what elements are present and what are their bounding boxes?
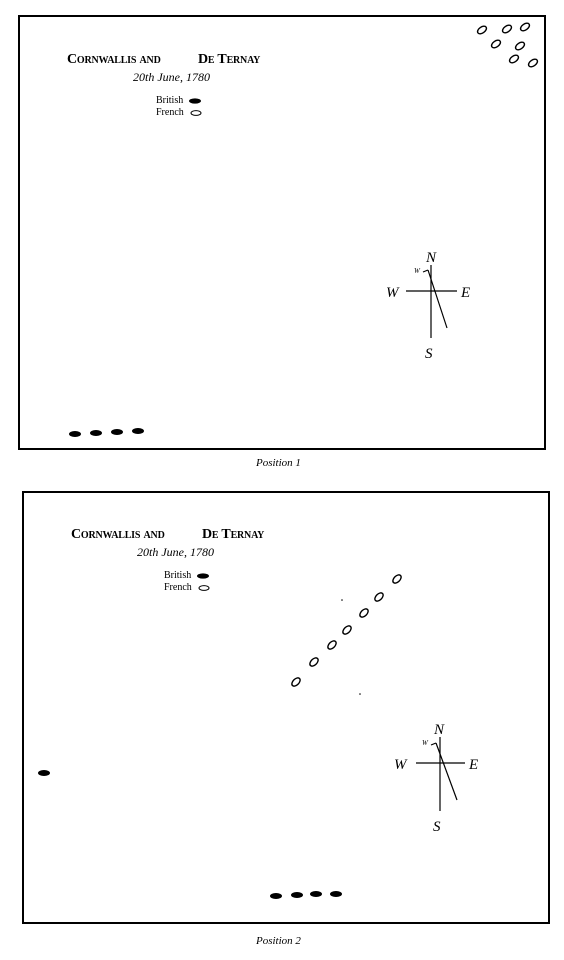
compass-w: W bbox=[394, 757, 408, 773]
french-ship bbox=[342, 625, 352, 635]
british-squadron bbox=[38, 770, 342, 899]
position-2-panel: Cornwallis and De Ternay 20th June, 1780… bbox=[22, 491, 550, 924]
french-ship bbox=[359, 608, 369, 618]
british-ship bbox=[270, 893, 282, 899]
french-ship-icon bbox=[190, 110, 202, 116]
french-ship bbox=[374, 592, 384, 602]
title-left: Cornwallis and bbox=[71, 527, 165, 542]
legend: British French bbox=[164, 570, 211, 594]
wind-label: W bbox=[414, 267, 421, 275]
position-1-map: N S E W W bbox=[69, 22, 539, 437]
british-ship bbox=[69, 431, 81, 437]
french-ship bbox=[508, 54, 520, 64]
legend-british-row: British bbox=[164, 570, 211, 582]
french-ship-icon bbox=[198, 585, 210, 591]
french-ship bbox=[392, 574, 402, 584]
french-ship bbox=[309, 657, 319, 667]
british-ship bbox=[132, 428, 144, 434]
compass-rose: N S E W W bbox=[386, 250, 470, 362]
british-ship-icon bbox=[197, 573, 210, 579]
french-ship bbox=[490, 39, 502, 49]
french-squadron bbox=[476, 22, 539, 68]
compass-n: N bbox=[433, 722, 445, 738]
legend-french-row: French bbox=[164, 582, 211, 594]
title-right: De Ternay bbox=[202, 527, 265, 542]
legend-british-row: British bbox=[156, 95, 203, 107]
legend: British French bbox=[156, 95, 203, 119]
british-ship bbox=[38, 770, 50, 776]
french-ship bbox=[291, 677, 301, 687]
compass-n: N bbox=[425, 250, 437, 266]
compass-w: W bbox=[386, 285, 400, 301]
french-ship bbox=[514, 41, 526, 51]
french-ship bbox=[527, 58, 539, 68]
title-left: Cornwallis and bbox=[67, 52, 161, 67]
french-squadron bbox=[291, 574, 402, 695]
position-2-map: N S E W W bbox=[38, 574, 478, 899]
british-ship bbox=[291, 892, 303, 898]
british-ship bbox=[111, 429, 123, 435]
french-ship bbox=[327, 640, 337, 650]
legend-british-label: British bbox=[156, 95, 184, 106]
title-right: De Ternay bbox=[198, 52, 261, 67]
compass-s: S bbox=[433, 819, 441, 835]
compass-rose: N S E W W bbox=[394, 722, 478, 835]
british-ship bbox=[310, 891, 322, 897]
legend-british-label: British bbox=[164, 570, 192, 581]
legend-french-row: French bbox=[156, 107, 203, 119]
legend-french-label: French bbox=[164, 582, 192, 593]
french-ship bbox=[501, 24, 513, 34]
caption-position-2: Position 2 bbox=[256, 935, 301, 947]
british-ship bbox=[330, 891, 342, 897]
position-1-panel: Cornwallis and De Ternay 20th June, 1780… bbox=[18, 15, 546, 450]
compass-e: E bbox=[468, 757, 478, 773]
french-ship bbox=[519, 22, 531, 32]
date-label: 20th June, 1780 bbox=[137, 545, 214, 559]
caption-position-1: Position 1 bbox=[256, 457, 301, 469]
legend-french-label: French bbox=[156, 107, 184, 118]
british-ship-icon bbox=[189, 98, 202, 104]
french-ship bbox=[476, 25, 488, 35]
compass-e: E bbox=[460, 285, 470, 301]
british-ship bbox=[90, 430, 102, 436]
compass-s: S bbox=[425, 346, 433, 362]
wind-label: W bbox=[422, 739, 429, 747]
date-label: 20th June, 1780 bbox=[133, 70, 210, 84]
british-squadron bbox=[69, 428, 144, 437]
